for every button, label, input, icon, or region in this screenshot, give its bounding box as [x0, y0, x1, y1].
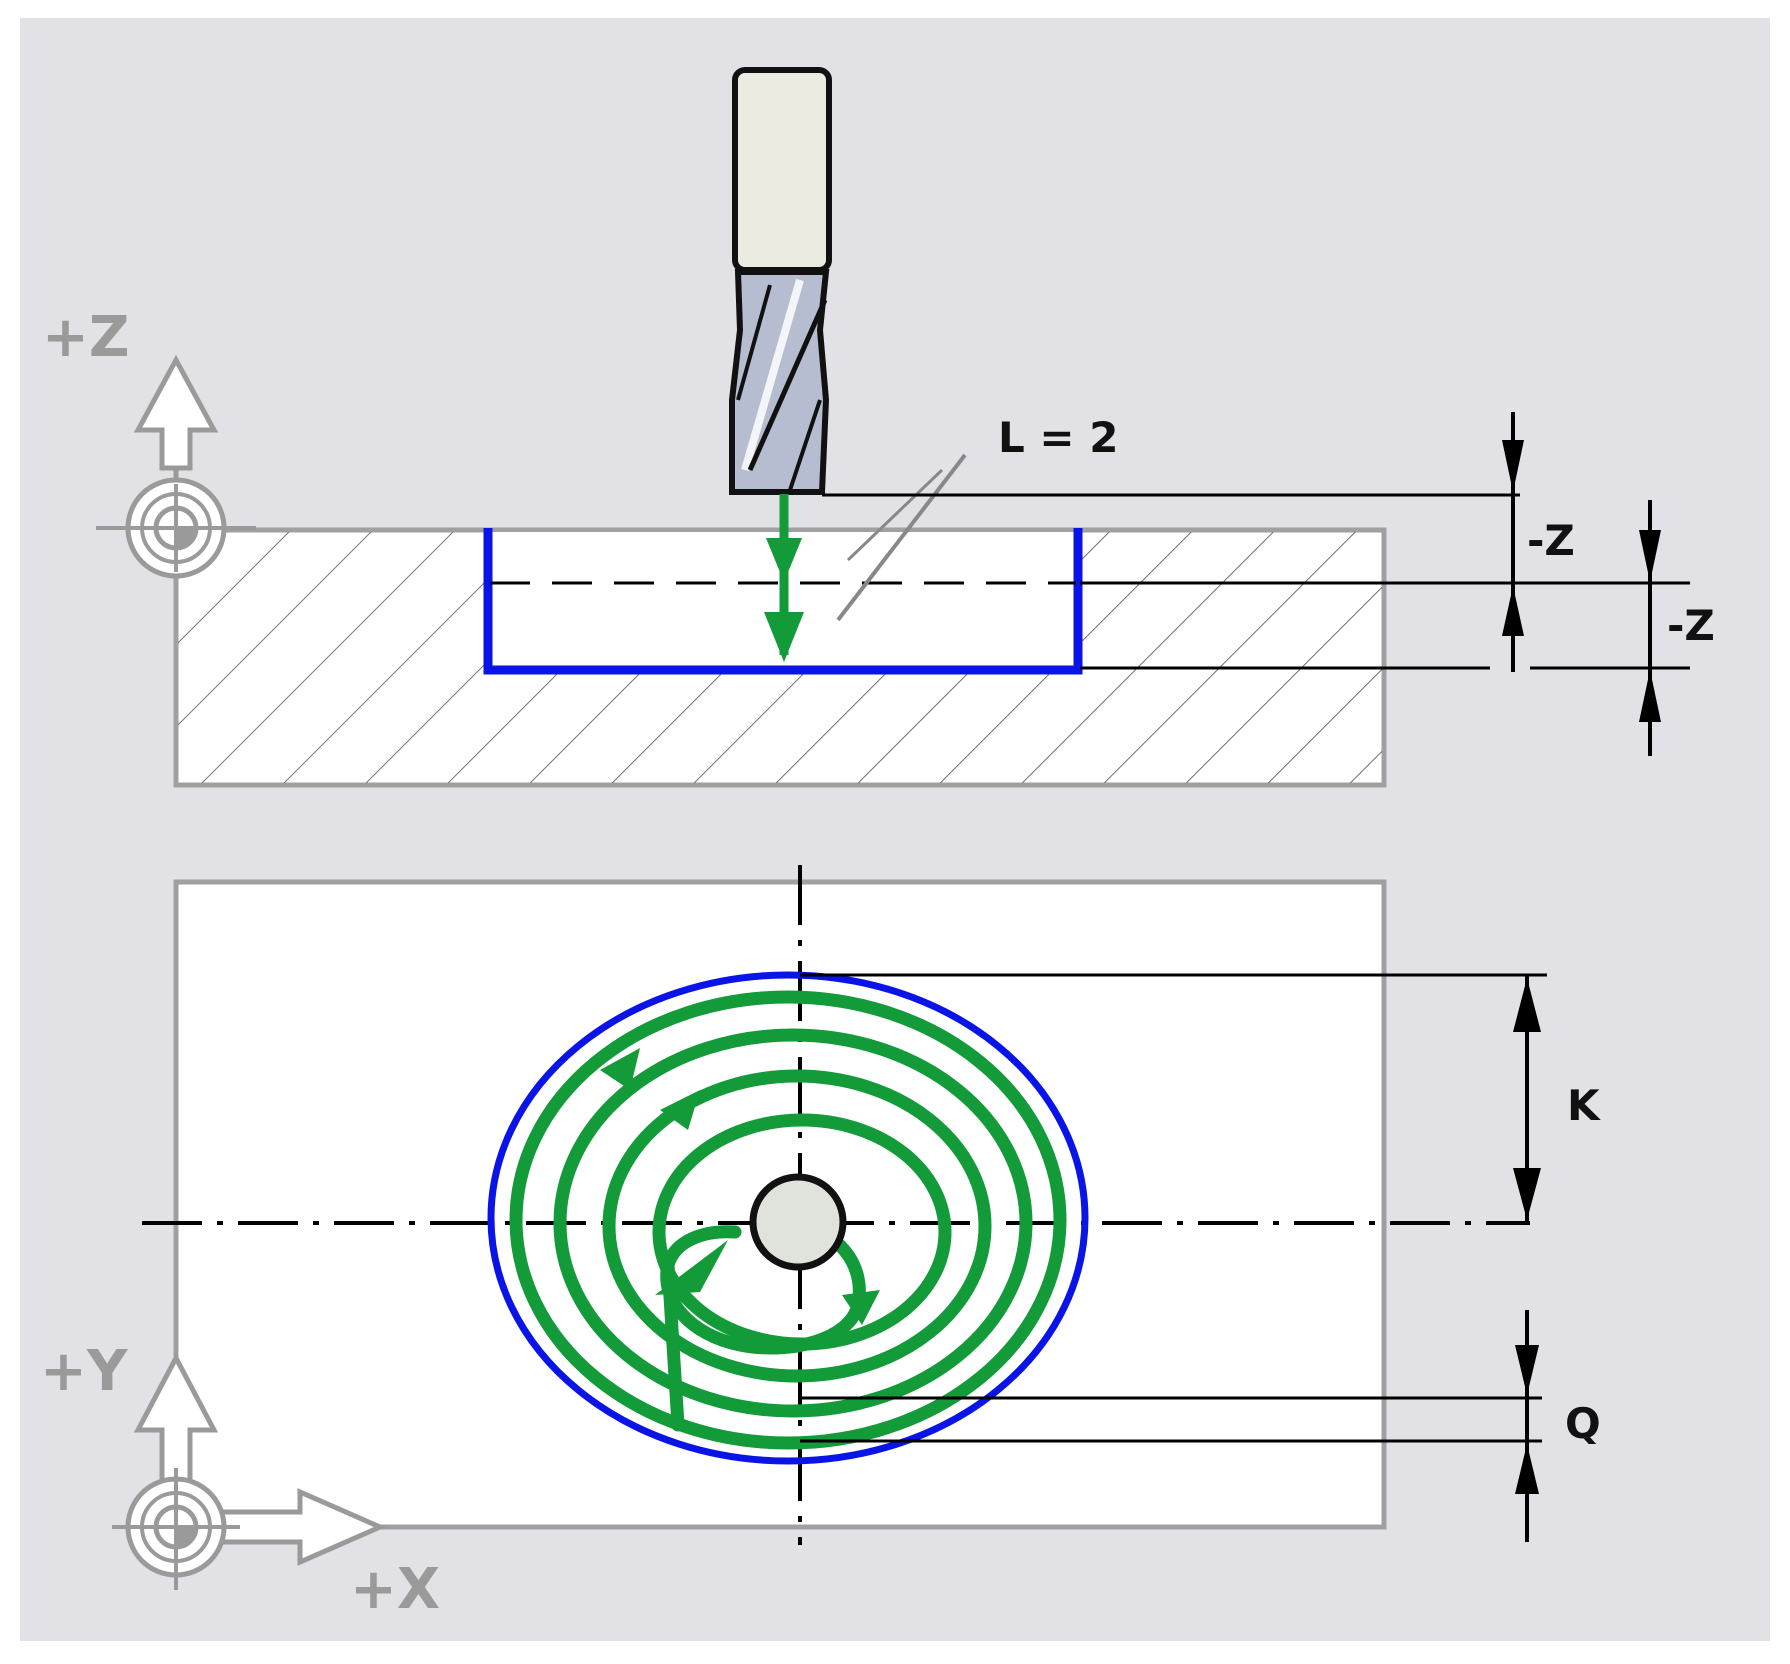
plunge-arrows: [764, 494, 804, 662]
q-dim-label: Q: [1565, 1399, 1601, 1448]
end-mill-tool: [729, 67, 832, 495]
top-view: K Q +Y +X: [40, 865, 1601, 1622]
k-dim-label: K: [1567, 1081, 1601, 1130]
center-hole: [749, 1173, 847, 1271]
workpiece-hatching-left: [178, 532, 486, 783]
side-view: L = 2 -Z -Z +Z: [42, 67, 1715, 788]
z-axis-indicator: +Z: [42, 305, 256, 579]
spiral-tool-path: [509, 990, 1067, 1450]
l-value-label: L = 2: [998, 413, 1118, 462]
xy-axis-indicator: +Y +X: [40, 1339, 440, 1622]
workpiece-hatching-bottom: [486, 668, 1078, 783]
x-axis-label: +X: [350, 1557, 440, 1622]
path-direction-arrows: [600, 1048, 880, 1325]
datum-target-icon: [96, 477, 256, 579]
dimension-q: [1515, 1310, 1539, 1542]
pocket-contour-side: [483, 528, 1083, 675]
workpiece-hatching-right: [1078, 532, 1382, 783]
l-leader-line: [836, 453, 967, 622]
z-total-label: -Z: [1667, 601, 1715, 650]
datum-target-icon: [112, 1468, 240, 1590]
tool-shank: [732, 67, 832, 273]
z-axis-label: +Z: [42, 305, 130, 370]
pocket-contour-top: [487, 971, 1089, 1465]
y-axis-label: +Y: [40, 1339, 129, 1404]
dimension-k: [1513, 975, 1541, 1223]
right-arrow-icon: [217, 1488, 387, 1566]
up-arrow-icon: [133, 354, 219, 471]
z-step-label: -Z: [1527, 516, 1575, 565]
dimension-z-total: [1639, 500, 1661, 756]
dimension-z-step: [1502, 412, 1524, 672]
